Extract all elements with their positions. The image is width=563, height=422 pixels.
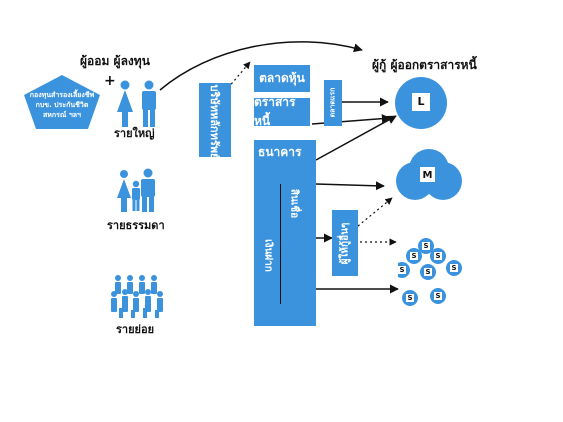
- institutions-line-1: กองทุนสำรองเลี้ยงชีพ: [29, 91, 95, 99]
- bank-divider: [280, 184, 281, 304]
- small-borrower-8: [430, 288, 446, 304]
- small-borrower-5: [420, 264, 436, 280]
- small-borrower-letter: S: [411, 252, 417, 260]
- small-borrower-letter: S: [435, 252, 441, 260]
- small-investors-label: รายย่อย: [116, 323, 155, 336]
- bank-to-medium-arrow: [315, 181, 385, 191]
- small-borrower-1: [418, 238, 434, 254]
- medium-borrower-letter: M: [422, 170, 433, 181]
- small-borrower-letter: S: [451, 264, 457, 272]
- bank-box: [254, 140, 316, 326]
- small-borrower-letter: S: [407, 294, 413, 302]
- large-investors-label: รายใหญ่: [114, 127, 155, 140]
- woman-figure: [117, 80, 133, 127]
- plus-sign: +: [104, 73, 116, 89]
- bank-to-large-arrow: [315, 115, 397, 161]
- small-borrower-3: [406, 248, 422, 264]
- primary-market-box: [324, 80, 342, 126]
- institutions-line-3: สหกรณ์ ฯลฯ: [43, 111, 81, 119]
- savers-investors-heading: ผู้ออม ผู้ลงทุน: [80, 54, 150, 68]
- small-investor-figures: [111, 275, 163, 318]
- other-lenders-label: ผู้ให้กู้อื่นๆ: [339, 222, 351, 265]
- small-borrower-2: [430, 248, 446, 264]
- small-borrower-letter: S: [423, 242, 429, 250]
- other-lenders-box: [332, 210, 358, 276]
- institutions-text: กองทุนสำรองเลี้ยงชีพ กบข. ประกันชีวิต สห…: [22, 90, 102, 120]
- institutions-pentagon: [24, 75, 100, 129]
- deposits-label: เงินฝาก: [262, 239, 274, 272]
- small-borrower-6: [446, 260, 462, 276]
- credit-label: สินเชื่อ: [288, 188, 300, 219]
- lenders-to-medium-arrow: [357, 197, 393, 227]
- ordinary-investors-label: รายธรรมดา: [107, 219, 165, 232]
- large-investor-figures: [117, 80, 156, 127]
- small-borrower-7: [402, 290, 418, 306]
- small-borrower-letter: S: [425, 268, 431, 276]
- stock-market-box: ตลาดหุ้น: [254, 65, 310, 92]
- savers-to-borrowers-arrow: [159, 41, 363, 91]
- securities-company-label: บริษัทหลักทรัพย์: [208, 84, 221, 160]
- institutions-line-2: กบข. ประกันชีวิต: [35, 101, 89, 109]
- small-borrower-letter: S: [399, 266, 405, 274]
- man-figure: [142, 80, 156, 127]
- small-borrowers-group: [398, 238, 462, 306]
- large-borrower-letter: L: [417, 95, 425, 108]
- small-borrower-4: [398, 262, 410, 278]
- borrowers-issuers-heading: ผู้กู้ ผู้ออกตราสารหนี้: [372, 58, 477, 72]
- large-borrower-circle: [395, 77, 447, 129]
- primary-market-label: ตลาดแรก: [328, 87, 337, 118]
- bond-market-box: ตราสารหนี้: [254, 95, 310, 128]
- securities-to-markets-arrow: [227, 61, 251, 89]
- bank-label: ธนาคาร: [258, 145, 302, 159]
- ordinary-investor-figures: [117, 168, 155, 212]
- securities-company-box: [199, 83, 231, 157]
- medium-borrower-cluster: [396, 149, 462, 200]
- small-borrower-letter: S: [435, 292, 441, 300]
